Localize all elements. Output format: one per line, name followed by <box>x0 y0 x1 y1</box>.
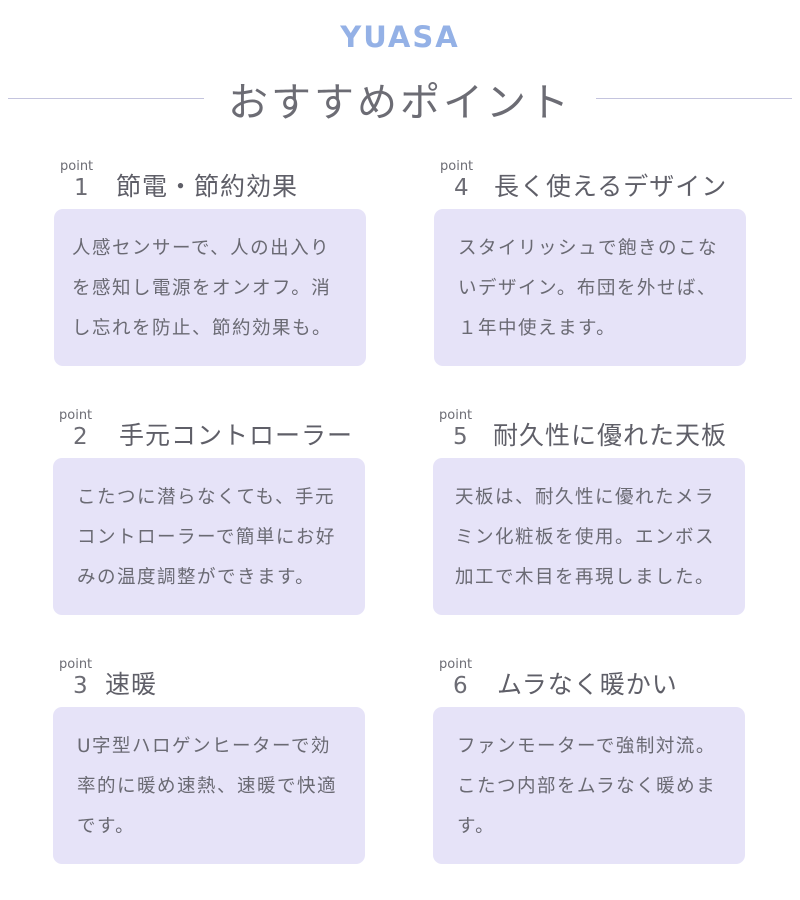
point-title: ムラなく暖かい <box>497 670 678 699</box>
point-label: point <box>59 657 93 672</box>
description-line: 率的に暖め速熱、速暖で快適 <box>77 776 338 797</box>
description-line: です。 <box>77 816 136 837</box>
point-number: 2 <box>73 424 88 450</box>
point-label: point <box>439 408 473 423</box>
description-line: し忘れを防止、節約効果も。 <box>72 318 333 339</box>
point-title: 耐久性に優れた天板 <box>493 421 728 450</box>
description-line: １年中使えます。 <box>458 318 617 339</box>
point-number: 1 <box>74 175 89 201</box>
point-label: point <box>439 657 473 672</box>
point-number: 6 <box>453 673 468 699</box>
description-line: 天板は、耐久性に優れたメラ <box>455 487 716 508</box>
point-header: point 4 長く使えるデザイン <box>434 157 746 205</box>
description-line: U字型ハロゲンヒーターで効 <box>77 736 331 757</box>
point-block-6: point 6 ムラなく暖かい ファンモーターで強制対流。 こたつ内部をムラなく… <box>433 655 745 864</box>
point-description-card: 人感センサーで、人の出入り を感知し電源をオンオフ。消 し忘れを防止、節約効果も… <box>54 209 366 366</box>
point-label: point <box>440 159 474 174</box>
description-line: こたつに潜らなくても、手元 <box>77 487 335 508</box>
point-label: point <box>59 408 93 423</box>
point-block-1: point 1 節電・節約効果 人感センサーで、人の出入り を感知し電源をオンオ… <box>54 157 366 366</box>
point-header: point 3 速暖 <box>53 655 365 703</box>
heading-divider-right <box>596 98 792 99</box>
heading-divider-left <box>8 98 204 99</box>
point-block-5: point 5 耐久性に優れた天板 天板は、耐久性に優れたメラ ミン化粧板を使用… <box>433 406 745 615</box>
description-line: みの温度調整ができます。 <box>77 567 316 588</box>
point-description-card: スタイリッシュで飽きのこな いデザイン。布団を外せば、 １年中使えます。 <box>434 209 746 366</box>
point-header: point 6 ムラなく暖かい <box>433 655 745 703</box>
description-line: こたつ内部をムラなく暖めま <box>457 776 717 797</box>
point-number: 3 <box>73 673 88 699</box>
description-line: を感知し電源をオンオフ。消 <box>72 278 332 299</box>
point-title: 手元コントローラー <box>119 421 354 450</box>
point-block-4: point 4 長く使えるデザイン スタイリッシュで飽きのこな いデザイン。布団… <box>434 157 746 366</box>
point-title: 速暖 <box>105 670 158 699</box>
point-header: point 2 手元コントローラー <box>53 406 365 454</box>
point-header: point 5 耐久性に優れた天板 <box>433 406 745 454</box>
brand-logo-text: YUASA <box>340 20 460 54</box>
point-header: point 1 節電・節約効果 <box>54 157 366 205</box>
section-heading: おすすめポイント <box>0 70 800 126</box>
section-title: おすすめポイント <box>228 80 572 126</box>
point-title: 長く使えるデザイン <box>494 172 728 201</box>
description-line: 人感センサーで、人の出入り <box>72 238 331 259</box>
point-block-2: point 2 手元コントローラー こたつに潜らなくても、手元 コントローラーで… <box>53 406 365 615</box>
description-line: す。 <box>457 816 496 837</box>
description-line: いデザイン。布団を外せば、 <box>458 278 717 299</box>
description-line: スタイリッシュで飽きのこな <box>458 238 719 259</box>
point-number: 4 <box>454 175 469 201</box>
description-line: コントローラーで簡単にお好 <box>77 527 336 548</box>
point-label: point <box>60 159 94 174</box>
description-line: 加工で木目を再現しました。 <box>455 567 716 588</box>
point-description-card: こたつに潜らなくても、手元 コントローラーで簡単にお好 みの温度調整ができます。 <box>53 458 365 615</box>
description-line: ファンモーターで強制対流。 <box>457 736 716 757</box>
point-title: 節電・節約効果 <box>116 172 299 201</box>
point-number: 5 <box>453 424 468 450</box>
point-description-card: ファンモーターで強制対流。 こたつ内部をムラなく暖めま す。 <box>433 707 745 864</box>
point-block-3: point 3 速暖 U字型ハロゲンヒーターで効 率的に暖め速熱、速暖で快適 で… <box>53 655 365 864</box>
point-description-card: U字型ハロゲンヒーターで効 率的に暖め速熱、速暖で快適 です。 <box>53 707 365 864</box>
point-description-card: 天板は、耐久性に優れたメラ ミン化粧板を使用。エンボス 加工で木目を再現しました… <box>433 458 745 615</box>
description-line: ミン化粧板を使用。エンボス <box>455 527 716 548</box>
